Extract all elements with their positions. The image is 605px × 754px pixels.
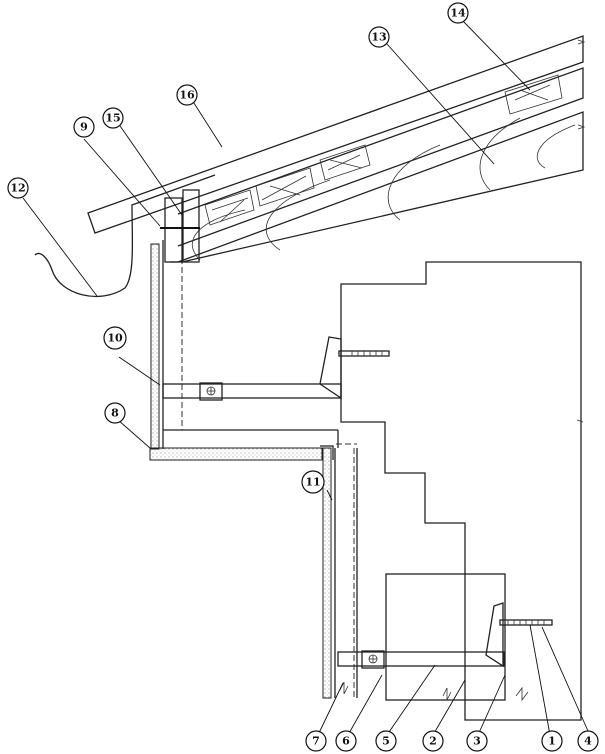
callout-label: 9 xyxy=(80,121,88,134)
callout-13: 13 xyxy=(368,26,390,48)
callout-8: 8 xyxy=(104,402,126,424)
callout-label: 2 xyxy=(429,735,437,748)
callout-label: 11 xyxy=(305,476,320,489)
callout-label: 4 xyxy=(584,735,592,748)
roof-assembly xyxy=(87,35,586,263)
callout-1: 1 xyxy=(541,730,563,752)
callout-12: 12 xyxy=(7,177,29,199)
callout-label: 10 xyxy=(107,332,123,345)
leader-lines xyxy=(22,19,551,736)
callout-label: 5 xyxy=(382,735,390,748)
callout-label: 15 xyxy=(105,112,120,125)
masonry-wall xyxy=(340,261,584,721)
soffit-panel xyxy=(149,429,357,461)
upper-cladding xyxy=(150,240,183,450)
callout-4: 4 xyxy=(577,730,599,752)
callout-2: 2 xyxy=(422,730,444,752)
callout-7: 7 xyxy=(305,730,327,752)
callout-6: 6 xyxy=(335,730,357,752)
callout-10: 10 xyxy=(103,326,127,350)
callout-label: 6 xyxy=(342,735,350,748)
callout-15: 15 xyxy=(102,107,124,129)
callout-5: 5 xyxy=(375,730,397,752)
callout-14: 14 xyxy=(447,2,469,24)
callout-label: 13 xyxy=(371,31,386,44)
lower-bracket xyxy=(337,602,553,669)
callout-label: 3 xyxy=(473,735,481,748)
callout-label: 16 xyxy=(179,89,195,102)
callout-label: 14 xyxy=(450,7,466,20)
callout-label: 1 xyxy=(548,735,556,748)
callout-label: 12 xyxy=(10,182,25,195)
callout-16: 16 xyxy=(176,84,198,106)
gutter xyxy=(34,174,216,297)
insulation-block xyxy=(385,573,506,701)
upper-bracket xyxy=(162,336,390,401)
callout-11: 11 xyxy=(301,470,325,494)
callout-9: 9 xyxy=(73,116,95,138)
callout-3: 3 xyxy=(466,730,488,752)
callout-label: 8 xyxy=(111,407,119,420)
lower-cladding xyxy=(322,447,358,699)
callout-label: 7 xyxy=(312,735,320,748)
